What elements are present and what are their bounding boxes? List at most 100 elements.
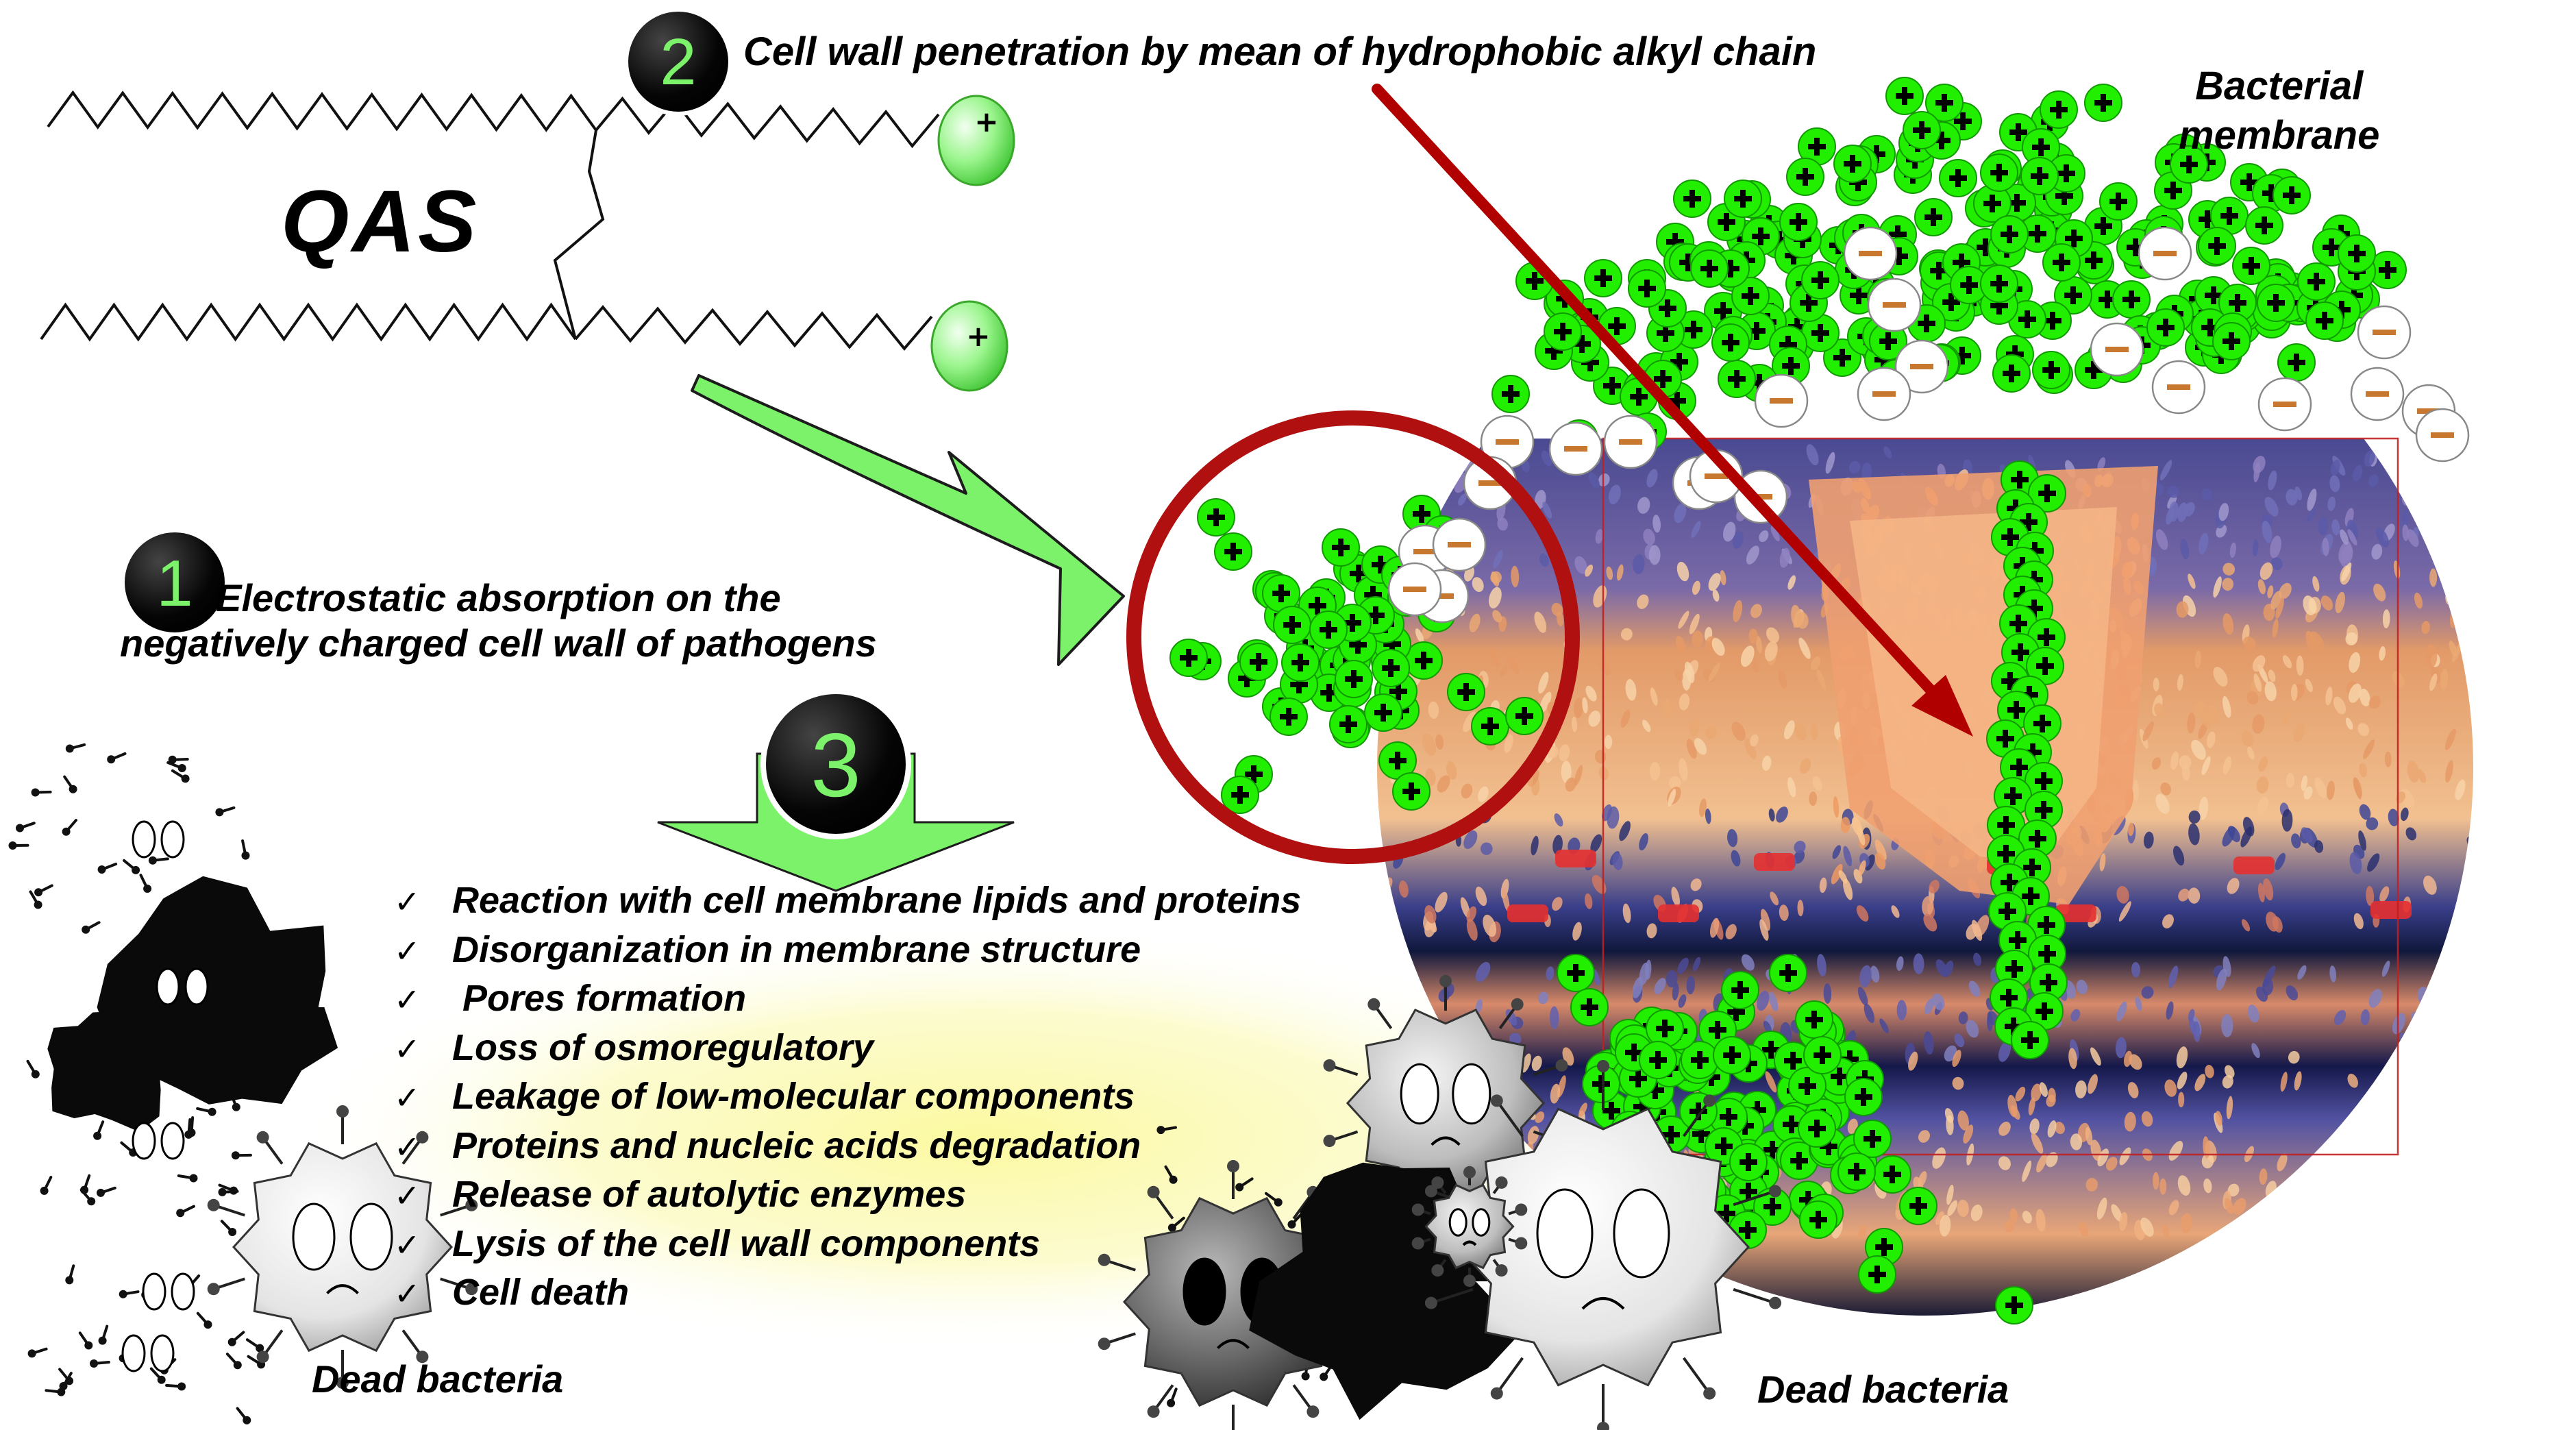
- lipid-head: [2461, 454, 2472, 469]
- bacterium-eye: [1536, 1188, 1594, 1279]
- lipid-head: [2316, 1216, 2325, 1235]
- lipid-head: [2177, 502, 2188, 522]
- plus-icon-bar: [1698, 1125, 1704, 1143]
- lipid-head: [2297, 965, 2307, 980]
- bacterium-flagellum: [1682, 1357, 1711, 1394]
- plus-icon-bar: [1631, 1044, 1637, 1061]
- bacterium-flagellum-tip: [336, 1377, 349, 1389]
- lipid-head: [2295, 1220, 2303, 1237]
- plus-icon-bar: [2329, 238, 2334, 256]
- cation-bead: [2146, 308, 2185, 347]
- plus-icon-bar: [2009, 365, 2014, 382]
- plus-icon-bar: [2044, 945, 2050, 963]
- cation-bead: [1639, 1041, 1677, 1079]
- lipid-head: [2227, 1183, 2240, 1197]
- lipid-head: [1437, 775, 1450, 793]
- plus-icon-bar: [1728, 260, 1733, 278]
- lipid-head: [2402, 524, 2409, 541]
- bacterium-flagellum-tip: [1495, 1176, 1508, 1189]
- lipid-head: [2400, 807, 2409, 822]
- membrane-label-line-2: membrane: [2179, 113, 2380, 158]
- effect-text: Release of autolytic enzymes: [452, 1174, 967, 1215]
- lipid-head: [2076, 979, 2088, 995]
- lipid-head: [1766, 627, 1779, 643]
- plus-icon-bar: [2035, 830, 2040, 848]
- plus-icon-bar: [1874, 145, 1879, 163]
- debris-fragment-tip: [97, 865, 106, 874]
- lipid-head: [1483, 914, 1497, 937]
- plus-icon-bar: [1746, 1153, 1751, 1171]
- lipid-head: [1763, 1020, 1772, 1034]
- lipid-head: [1896, 956, 1904, 972]
- lipid-head: [1944, 961, 1954, 977]
- plus-icon-bar: [1186, 649, 1191, 667]
- bacterium-eye: [1613, 1188, 1670, 1279]
- plus-icon-bar: [1598, 1075, 1604, 1093]
- plus-icon-bar: [1768, 1041, 1774, 1059]
- lipid-head: [2259, 1168, 2268, 1185]
- lipid-head: [2155, 793, 2170, 814]
- debris-fragment-tip: [215, 808, 224, 817]
- cation-bead: [2297, 262, 2336, 301]
- lipid-head: [2368, 989, 2382, 1008]
- lipid-head: [1851, 817, 1863, 837]
- lipid-head: [2281, 712, 2290, 726]
- plus-icon-bar: [1721, 1137, 1726, 1155]
- plus-icon-bar: [1715, 1021, 1720, 1039]
- lipid-head: [1858, 860, 1866, 876]
- lipid-head: [1425, 768, 1436, 787]
- lipid-head: [2135, 996, 2142, 1011]
- cation-bead: [1214, 532, 1252, 571]
- lipid-head: [1430, 476, 1440, 496]
- qas-cation-head-top: +: [937, 95, 1015, 186]
- lipid-head: [1796, 612, 1809, 629]
- plus-icon-bar: [1870, 1130, 1875, 1148]
- lipid-head: [1723, 521, 1736, 542]
- plus-icon-bar: [1818, 271, 1823, 289]
- cation-bead: [1673, 180, 1711, 218]
- effect-text: Proteins and nucleic acids degradation: [452, 1124, 1141, 1166]
- lipid-head: [2097, 1148, 2109, 1167]
- lipid-head: [1676, 561, 1689, 582]
- lipid-head: [2177, 1175, 2191, 1196]
- lipid-head: [2141, 986, 2154, 999]
- bacterium-flagellum-tip: [1769, 1185, 1782, 1198]
- lipid-head: [1708, 573, 1721, 591]
- plus-icon-bar: [1803, 168, 1808, 186]
- lipid-head: [2191, 739, 2206, 760]
- lipid-head: [1480, 842, 1493, 855]
- lipid-head: [2258, 756, 2268, 772]
- debris-fragment-tip: [148, 856, 157, 865]
- debris-fragment-tip: [59, 1382, 68, 1390]
- lipid-head: [2347, 529, 2357, 545]
- plus-icon-bar: [1729, 1046, 1735, 1064]
- lipid-head: [2222, 826, 2236, 847]
- lipid-head: [1883, 446, 1892, 459]
- cation-bead: [2112, 280, 2151, 319]
- bacterium-flagellum-tip: [1431, 1264, 1444, 1277]
- lipid-head: [2353, 913, 2364, 930]
- lipid-head: [2367, 1195, 2375, 1216]
- lipid-head: [1446, 761, 1457, 780]
- anion-bead: [2415, 408, 2470, 463]
- lipid-head: [1740, 645, 1755, 667]
- lipid-head: [1622, 903, 1631, 924]
- plus-icon-bar: [1251, 765, 1256, 783]
- lipid-head: [2294, 1071, 2302, 1091]
- lysed-bacterium-splat: [97, 876, 338, 1105]
- lipid-head: [1947, 1200, 1957, 1216]
- plus-icon-bar: [2354, 245, 2360, 262]
- minus-icon-bar: [2431, 432, 2454, 438]
- lipid-head: [2462, 1022, 2473, 1037]
- plus-icon-bar: [2042, 657, 2048, 675]
- plus-icon-bar: [1691, 321, 1696, 338]
- lipid-head: [1848, 461, 1861, 474]
- lipid-head: [2314, 840, 2324, 853]
- debris-fragment-tip: [80, 1185, 89, 1194]
- lipid-head: [2022, 1211, 2032, 1224]
- plus-icon-bar: [1600, 269, 1606, 287]
- cation-bead: [2305, 301, 2344, 340]
- plus-icon-bar: [1966, 276, 1972, 294]
- lipid-head: [2423, 875, 2437, 895]
- lipid-head: [1958, 1011, 1968, 1024]
